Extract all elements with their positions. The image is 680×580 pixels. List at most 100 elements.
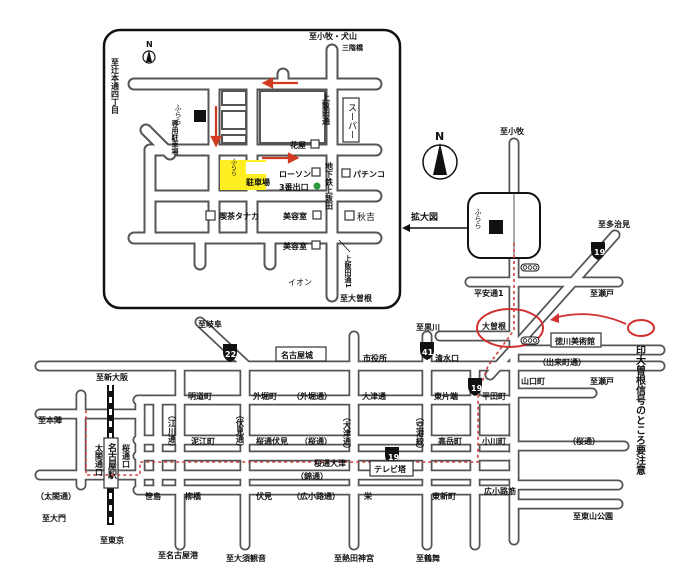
tv-tower-box [369,460,414,477]
inset-north-label: N [146,40,153,49]
inset-blocks [221,90,326,144]
label-to-tsujihondori: 至辻本通四丁目 [111,58,120,115]
kamiiida-leader-line [338,239,351,253]
route-shield-41-icon: 41 [420,342,434,360]
label-sakura-dori-fushimi: 桜通伏見 [256,436,288,446]
label-hirokoji-dori: （広小路通） [292,491,340,501]
label-to-tokyo: 至東京 [100,535,124,545]
label-to-komaki: 至小牧 [500,126,525,136]
label-sasashima: 笹島 [144,491,161,501]
label-egawa-dori: （江川通） [168,411,177,451]
label-nishiki-dori: （錦通） [296,471,328,481]
label-to-tajimi: 至多治見 [598,219,630,229]
label-sotobori-cho: 外堀町 [253,391,277,401]
route-shield-19-icon: 19 [468,378,483,396]
svg-text:41: 41 [422,348,434,357]
label-akiyoshi: 秋吉 [357,211,375,223]
svg-text:19: 19 [594,248,606,257]
label-ozone: 大曽根 [482,321,506,331]
label-overview-shop-name: ふらら [474,208,482,229]
overview-north-arrow: N [422,130,458,180]
overview-roads [34,137,666,551]
overview-north-label: N [435,130,444,143]
label-to-komaki-inuyama: 至小牧・犬山 [309,31,357,41]
label-to-seto-2: 至瀬戸 [590,376,614,386]
label-cafe-tanaka: 喫茶タナカ [219,211,259,221]
label-to-nagoya-port: 至名古屋港 [158,550,199,560]
inset-direction-arrows [210,77,300,164]
label-hirokoji-kiwa: 広小路筋 [484,486,516,496]
label-deki-machi: 泥江町 [191,436,215,446]
label-to-gifu: 至岐阜 [198,319,222,329]
label-otsu-dori: 大津通 [362,391,386,401]
label-kamiiida-dori-1: 上飯田通1 [344,254,353,288]
beauty-salon-1-box [312,210,322,220]
label-sakura-dori-guchi: 桜通口 [122,443,131,469]
label-to-osu-kannon: 至大須観音 [226,553,266,563]
label-subway-kamiiida: 地下鉄上飯田 [324,161,334,211]
label-taiko-dori-guchi: 太閤通口 [94,443,104,477]
label-to-kurokawa: 至黒川 [416,322,440,332]
label-beauty-salon-2: 美容室 [283,241,307,251]
label-florist: 花屋 [290,140,306,150]
label-sankenbashi: 三階橋 [342,43,364,52]
label-kuko-sen: （空港線） [415,413,425,453]
label-pachinko: パチンコ [353,169,385,179]
parking-white-area [246,162,266,174]
label-nagoya-station: 名古屋駅 [106,442,117,480]
label-sakura-dori-right: （桜通） [568,436,600,446]
label-to-tsurumai: 至鶴舞 [416,553,440,563]
shop-marker-icon [194,110,206,122]
label-sotobori-dori: （外堀通） [292,391,332,401]
label-otsu-dori-v: （大津通） [343,413,352,453]
label-to-honjin: 至本陣 [38,415,62,425]
label-aeon: イオン [288,278,312,287]
label-shop-name: ふらら [174,104,182,125]
caution-arrow-head-icon [550,313,559,323]
florist-box [310,139,320,149]
label-exit3: 3番出口 [279,182,309,192]
label-enlarge: 拡大図 [411,211,438,223]
akiyoshi-box [344,210,355,221]
label-higashi-shinmachi: 東新町 [432,491,456,501]
label-to-atsuta-jingu: 至熱田神宮 [334,553,374,563]
beauty-salon-2-box [311,240,321,250]
label-nagoya-castle: 名古屋城 [281,350,313,360]
label-yanagibashi: 柳橋 [185,491,202,501]
label-shop-name-parking: ふらら [230,158,237,177]
label-higashi-kataha: 東片端 [434,391,458,401]
inset-north-arrow: N [142,40,156,64]
caution-circle [476,308,544,348]
traffic-signal-icon [520,336,540,345]
label-shiyakusho: 市役所 [363,353,387,363]
overview-shop-marker-icon [489,220,503,234]
svg-text:22: 22 [225,350,236,359]
route-shield-19-icon: 19 [591,242,606,260]
label-shimizuguchi: 清水口 [435,353,459,363]
label-lawson: ローソン [279,170,311,179]
label-to-ozone: 至大曽根 [340,293,372,303]
traffic-signal-icon [520,263,540,272]
label-meido-cho: 明道町 [188,391,212,401]
label-kamiiida-dori: 上飯田通 [322,92,331,126]
label-sakura-dori: （桜通） [300,436,332,446]
cafe-box [205,210,216,221]
label-supermarket: スーパー [346,103,357,139]
label-demachi-dori: （出来町通） [538,357,586,367]
label-fushimi-dori: （伏見通） [236,411,245,451]
label-yamaguchi-cho: 山口町 [521,376,545,386]
label-to-shin-osaka: 至新大阪 [96,372,129,382]
subway-exit-dot [313,182,321,190]
label-caution: 印大曽根信号のところ要注意 [634,345,646,476]
route-shield-22-icon: 22 [223,344,237,362]
svg-text:19: 19 [388,453,400,462]
label-private-parking: 専用駐車場 [171,119,179,156]
label-to-daimon: 至大門 [42,513,66,523]
pachinko-box [341,168,351,178]
label-beauty-salon-1: 美容室 [283,211,307,221]
label-taiko-dori: （太閤通） [36,491,76,501]
label-parking: 駐車場 [246,177,270,187]
label-to-seto-1: 至瀬戸 [590,288,614,298]
recommended-route [85,243,515,476]
